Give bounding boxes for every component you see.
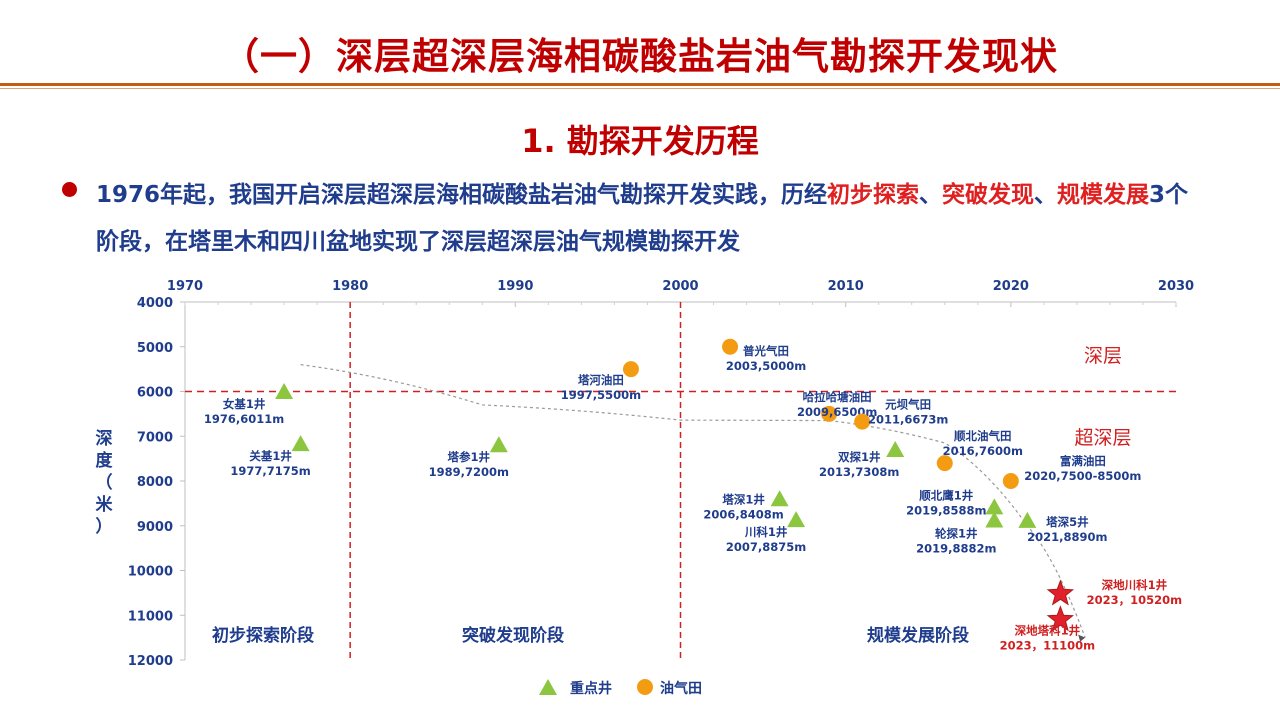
well-marker xyxy=(489,436,508,453)
ultra-deep-well-marker xyxy=(1046,579,1075,606)
bullet-separator-2: 、 xyxy=(1034,182,1058,208)
point-value-label: 2016,7600m xyxy=(943,444,1023,458)
well-marker xyxy=(787,511,806,528)
field-marker xyxy=(821,405,838,422)
field-marker xyxy=(936,455,953,472)
y-tick-label: 5000 xyxy=(137,341,173,356)
trend-arrow-icon xyxy=(1078,634,1086,642)
y-tick-label: 12000 xyxy=(128,654,173,669)
point-value-label: 1997,5500m xyxy=(561,388,641,402)
stage-highlight-1: 初步探索 xyxy=(827,182,920,208)
x-tick-label: 2010 xyxy=(828,279,864,294)
point-name-label: 深地川科1井 xyxy=(1102,578,1168,592)
y-tick-label: 7000 xyxy=(137,430,173,445)
legend-triangle-icon xyxy=(539,679,557,695)
point-name-label: 塔参1井 xyxy=(448,450,491,464)
point-value-label: 1989,7200m xyxy=(429,465,509,479)
y-tick-label: 4000 xyxy=(137,296,173,311)
point-name-label: 顺北鹰1井 xyxy=(919,488,974,502)
legend-label-wells: 重点井 xyxy=(570,680,612,697)
point-value-label: 2006,8408m xyxy=(703,507,783,521)
point-name-label: 顺北油气田 xyxy=(954,429,1012,443)
point-name-label: 双探1井 xyxy=(837,450,881,464)
point-name-label: 普光气田 xyxy=(743,344,789,358)
x-tick-label: 1980 xyxy=(332,279,368,294)
bullet-paragraph: 1976年起，我国开启深层超深层海相碳酸盐岩油气勘探开发实践，历经初步探索、突破… xyxy=(96,172,1206,266)
y-tick-label: 6000 xyxy=(137,386,173,401)
legend-circle-icon xyxy=(637,679,653,695)
well-marker xyxy=(275,382,294,399)
point-name-label: 轮探1井 xyxy=(935,526,978,540)
bullet-text-part-2: 3个阶段，在塔里木和四川盆地实现了深层超深层油气规模勘探开发 xyxy=(96,182,1189,255)
y-tick-label: 11000 xyxy=(128,609,173,624)
point-name-label: 富满油田 xyxy=(1060,454,1106,468)
point-value-label: 2007,8875m xyxy=(726,540,806,554)
point-value-label: 2021,8890m xyxy=(1027,530,1107,544)
point-value-label: 2013,7308m xyxy=(819,465,899,479)
bullet-text-part-1: 1976年起，我国开启深层超深层海相碳酸盐岩油气勘探开发实践，历经 xyxy=(96,182,828,208)
x-tick-label: 1970 xyxy=(167,279,203,294)
point-name-label: 川科1井 xyxy=(744,525,788,539)
x-tick-label: 2000 xyxy=(662,279,698,294)
point-name-label: 塔深1井 xyxy=(722,492,765,506)
field-marker xyxy=(622,361,639,378)
point-value-label: 2019,8882m xyxy=(916,541,996,555)
y-tick-label: 10000 xyxy=(128,565,173,580)
stage-label: 初步探索阶段 xyxy=(212,625,314,646)
field-marker xyxy=(854,413,871,430)
point-value-label: 2019,8588m xyxy=(906,503,986,517)
y-axis-title: 深度（米） xyxy=(96,428,114,537)
x-tick-label: 1990 xyxy=(497,279,533,294)
point-value-label: 2003,5000m xyxy=(726,359,806,373)
x-tick-label: 2020 xyxy=(993,279,1029,294)
field-marker xyxy=(722,338,739,355)
bullet-separator-1: 、 xyxy=(919,182,943,208)
point-name-label: 女基1井 xyxy=(223,397,266,411)
zone-label-deep: 深层 xyxy=(1084,345,1122,367)
ultra-deep-well-marker xyxy=(1046,605,1075,632)
y-tick-label: 8000 xyxy=(137,475,173,490)
zone-label-ultra-deep: 超深层 xyxy=(1074,427,1131,449)
point-value-label: 2020,7500-8500m xyxy=(1024,469,1141,483)
bullet-dot-icon xyxy=(62,182,77,197)
point-name-label: 元坝气田 xyxy=(885,398,931,412)
page-title: （一）深层超深层海相碳酸盐岩油气勘探开发现状 xyxy=(222,35,1058,78)
x-tick-label: 2030 xyxy=(1158,279,1194,294)
point-name-label: 塔深5井 xyxy=(1046,515,1089,529)
legend-label-fields: 油气田 xyxy=(660,680,702,697)
point-value-label: 1976,6011m xyxy=(204,412,284,426)
point-value-label: 2023，10520m xyxy=(1087,593,1183,607)
point-value-label: 2011,6673m xyxy=(868,413,948,427)
y-tick-label: 9000 xyxy=(137,520,173,535)
point-value-label: 2023，11100m xyxy=(1000,639,1096,653)
well-marker xyxy=(985,511,1004,528)
well-marker xyxy=(886,441,905,458)
well-marker xyxy=(770,490,789,507)
field-marker xyxy=(1002,473,1019,489)
title-divider xyxy=(0,83,1280,86)
stage-highlight-3: 规模发展 xyxy=(1057,182,1150,208)
title-divider-thin xyxy=(0,88,1280,89)
point-name-label: 哈拉哈塘油田 xyxy=(803,390,872,404)
stage-label: 规模发展阶段 xyxy=(867,625,969,646)
section-subtitle: 1. 勘探开发历程 xyxy=(521,122,759,160)
point-name-label: 塔河油田 xyxy=(578,373,624,387)
well-marker xyxy=(1018,511,1037,528)
well-marker xyxy=(291,435,310,452)
point-value-label: 1977,7175m xyxy=(230,464,310,478)
point-name-label: 关基1井 xyxy=(249,449,292,463)
stage-label: 突破发现阶段 xyxy=(462,625,564,646)
stage-highlight-2: 突破发现 xyxy=(942,182,1035,208)
well-marker xyxy=(985,498,1004,515)
point-name-label: 深地塔科1井 xyxy=(1015,624,1081,638)
